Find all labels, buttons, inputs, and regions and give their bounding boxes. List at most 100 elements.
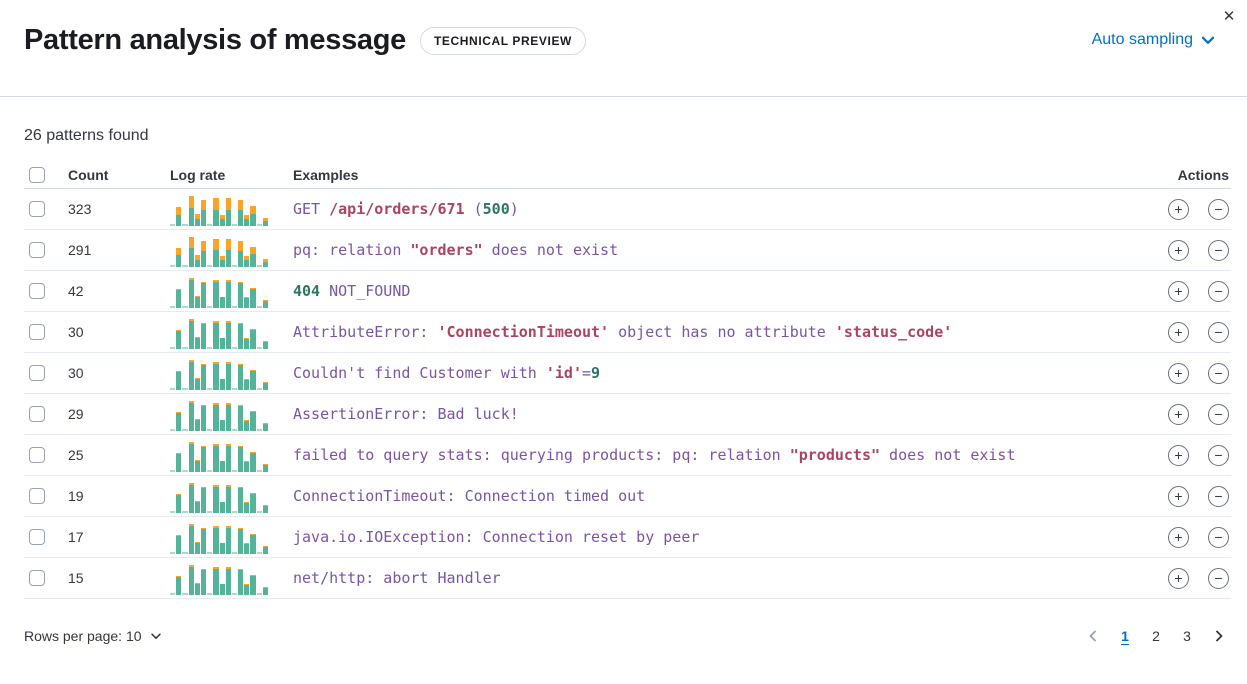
filter-out-pattern-button[interactable]: − <box>1208 526 1229 548</box>
log-rate-sparkline <box>170 319 268 349</box>
page-title: Pattern analysis of message <box>24 24 406 56</box>
example-segment: 'status_code' <box>834 323 953 341</box>
filter-out-pattern-button[interactable]: − <box>1208 198 1229 220</box>
sparkline-bar <box>238 364 244 390</box>
count-value: 17 <box>68 529 84 545</box>
sparkline-bar <box>176 411 182 431</box>
filter-in-pattern-button[interactable]: + <box>1168 526 1189 548</box>
row-checkbox[interactable] <box>29 201 45 217</box>
sparkline-bar <box>194 296 200 308</box>
sampling-dropdown[interactable]: Auto sampling <box>1092 31 1217 49</box>
sparkline-bar <box>244 543 250 554</box>
filter-in-pattern-button[interactable]: + <box>1168 280 1189 302</box>
page-number-1[interactable]: 1 <box>1121 628 1129 644</box>
sparkline-bar <box>238 405 244 431</box>
sparkline-bar <box>225 239 231 267</box>
sparkline-bar <box>200 363 207 390</box>
filter-in-pattern-button[interactable]: + <box>1168 239 1189 261</box>
filter-out-pattern-button[interactable]: − <box>1208 567 1229 589</box>
chevron-right-icon <box>1216 630 1223 642</box>
filter-in-pattern-button[interactable]: + <box>1168 485 1189 507</box>
row-checkbox[interactable] <box>29 570 45 586</box>
row-checkbox[interactable] <box>29 529 45 545</box>
column-header-count[interactable]: Count <box>68 167 109 183</box>
sparkline-bar <box>256 510 262 513</box>
sparkline-bar <box>170 429 176 431</box>
row-checkbox[interactable] <box>29 488 45 504</box>
sparkline-bar <box>207 428 213 431</box>
row-checkbox[interactable] <box>29 283 45 299</box>
filter-in-pattern-button[interactable]: + <box>1168 362 1189 384</box>
filter-out-pattern-button[interactable]: − <box>1208 362 1229 384</box>
sparkline-bar <box>219 378 225 390</box>
example-segment: /api/orders/671 <box>329 200 465 218</box>
filter-out-pattern-button[interactable]: − <box>1208 444 1229 466</box>
example-segment: does not exist <box>880 446 1016 464</box>
sparkline-bar <box>225 444 231 472</box>
filter-out-pattern-button[interactable]: − <box>1208 321 1229 343</box>
row-checkbox[interactable] <box>29 406 45 422</box>
sparkline-bar <box>176 206 182 226</box>
row-checkbox[interactable] <box>29 324 45 340</box>
rows-per-page-dropdown[interactable]: Rows per page: 10 <box>24 628 163 644</box>
sparkline-bar <box>244 256 250 267</box>
table-row: 25 failed to query stats: querying produ… <box>24 435 1231 476</box>
sparkline-bar <box>250 533 256 554</box>
example-segment: Couldn't find Customer with <box>293 364 546 382</box>
chevron-down-icon <box>1201 36 1215 44</box>
sparkline-bar <box>250 328 256 349</box>
filter-in-pattern-button[interactable]: + <box>1168 567 1189 589</box>
filter-out-pattern-button[interactable]: − <box>1208 280 1229 302</box>
filter-in-pattern-button[interactable]: + <box>1168 198 1189 220</box>
example-segment: 'ConnectionTimeout' <box>437 323 610 341</box>
select-all-checkbox[interactable] <box>29 167 45 183</box>
sparkline-bar <box>182 470 188 472</box>
sparkline-bar <box>238 282 244 308</box>
filter-in-pattern-button[interactable]: + <box>1168 403 1189 425</box>
sparkline-bar <box>238 487 244 513</box>
log-rate-sparkline <box>170 401 268 431</box>
sparkline-bar <box>182 429 188 431</box>
count-value: 323 <box>68 201 92 217</box>
sparkline-bar <box>207 510 213 513</box>
filter-in-pattern-button[interactable]: + <box>1168 321 1189 343</box>
count-value: 19 <box>68 488 84 504</box>
example-message: AssertionError: Bad luck! <box>293 405 1155 423</box>
count-value: 15 <box>68 570 84 586</box>
close-button[interactable]: ✕ <box>1217 4 1241 28</box>
next-page-button[interactable] <box>1207 624 1231 648</box>
sparkline-bar <box>207 551 213 554</box>
sparkline-bar <box>250 574 256 595</box>
sparkline-bar <box>238 200 244 226</box>
previous-page-button[interactable] <box>1081 624 1105 648</box>
filter-out-pattern-button[interactable]: − <box>1208 403 1229 425</box>
sparkline-bar <box>250 287 256 308</box>
filter-out-pattern-button[interactable]: − <box>1208 485 1229 507</box>
row-checkbox[interactable] <box>29 242 45 258</box>
filter-in-pattern-button[interactable]: + <box>1168 444 1189 466</box>
page-number-2[interactable]: 2 <box>1152 628 1160 644</box>
sparkline-bar <box>256 223 262 226</box>
example-segment: "products" <box>789 446 881 464</box>
sparkline-bar <box>244 297 250 308</box>
table-row: 291 pq: relation "orders" does not exist… <box>24 230 1231 271</box>
sparkline-bar <box>176 329 182 349</box>
row-checkbox[interactable] <box>29 365 45 381</box>
sparkline-bar <box>213 239 219 267</box>
sparkline-bar <box>170 470 176 472</box>
sparkline-bar <box>225 526 231 554</box>
sparkline-bar <box>200 404 207 431</box>
chevron-down-icon <box>150 633 161 639</box>
row-checkbox[interactable] <box>29 447 45 463</box>
example-segment: pq: relation <box>293 241 411 259</box>
sparkline-bar <box>238 323 244 349</box>
count-value: 30 <box>68 324 84 340</box>
sparkline-bar <box>194 378 200 390</box>
page-number-3[interactable]: 3 <box>1183 628 1191 644</box>
sparkline-bar <box>219 296 225 308</box>
sparkline-bar <box>170 388 176 390</box>
filter-out-pattern-button[interactable]: − <box>1208 239 1229 261</box>
sparkline-bar <box>219 542 225 554</box>
sparkline-bar <box>200 486 207 513</box>
sparkline-bar <box>194 542 200 554</box>
